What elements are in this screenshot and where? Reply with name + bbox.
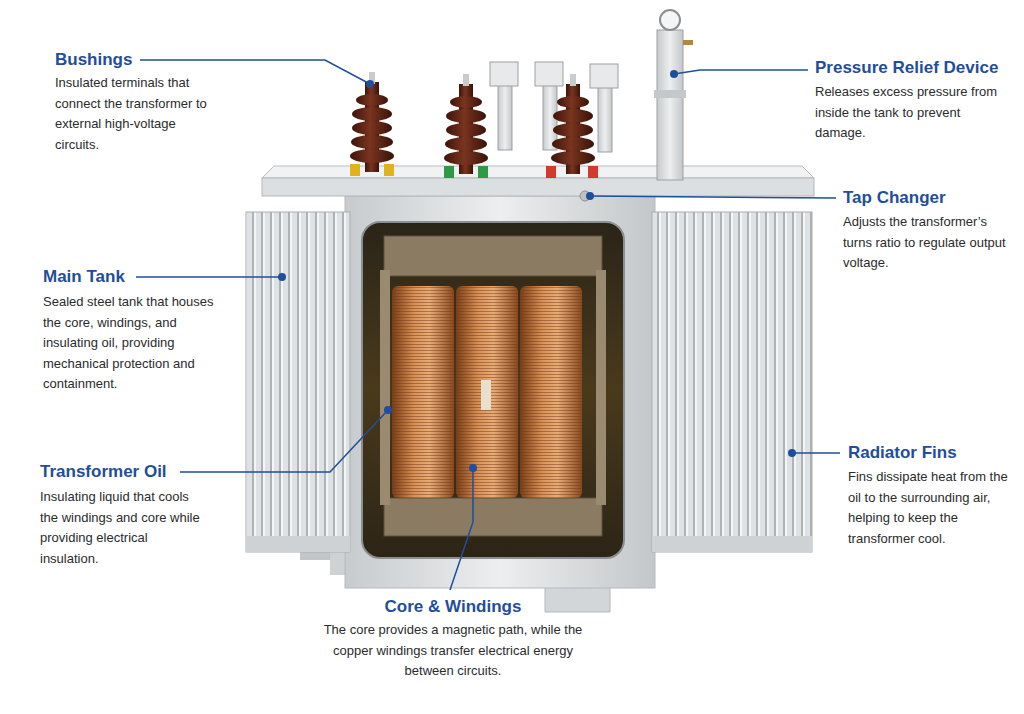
hv-bushings — [350, 72, 598, 178]
callout-title: Transformer Oil — [40, 462, 167, 482]
leader-line — [674, 70, 808, 74]
leader-lines — [136, 60, 840, 590]
leader-line — [180, 410, 388, 472]
callout-text: The core provides a magnetic path, while… — [313, 620, 593, 682]
cutaway-oil — [362, 222, 624, 558]
pressure-relief-device — [654, 10, 693, 180]
callout-text: Insulated terminals that connect the tra… — [55, 73, 215, 155]
callout-text: Adjusts the transformer’s turns ratio to… — [843, 212, 1013, 274]
callout-title: Radiator Fins — [848, 443, 957, 463]
tank-cover — [262, 178, 814, 196]
leader-dots — [278, 70, 796, 472]
callout-text: Insulating liquid that cools the winding… — [40, 487, 205, 569]
radiator-fins — [246, 212, 350, 552]
callout-text: Releases excess pressure from inside the… — [815, 82, 1000, 144]
main-tank — [345, 196, 655, 588]
callout-title: Core & Windings — [323, 597, 583, 617]
leader-line — [792, 452, 840, 454]
copper-windings — [392, 286, 582, 498]
leader-line — [590, 196, 836, 198]
callout-text: Sealed steel tank that houses the core, … — [43, 292, 228, 395]
tank-cover — [262, 166, 814, 178]
callout-text: Fins dissipate heat from the oil to the … — [848, 467, 1013, 549]
lv-terminals — [490, 62, 618, 152]
leader-line — [136, 276, 282, 278]
callout-title: Main Tank — [43, 267, 125, 287]
callout-title: Pressure Relief Device — [815, 58, 998, 78]
radiator-fins — [652, 212, 812, 552]
transformer-body — [246, 166, 814, 612]
callout-title: Tap Changer — [843, 188, 946, 208]
leader-line — [450, 468, 473, 590]
core-yoke — [384, 498, 602, 536]
core-yoke — [384, 236, 602, 276]
callout-title: Bushings — [55, 50, 132, 70]
